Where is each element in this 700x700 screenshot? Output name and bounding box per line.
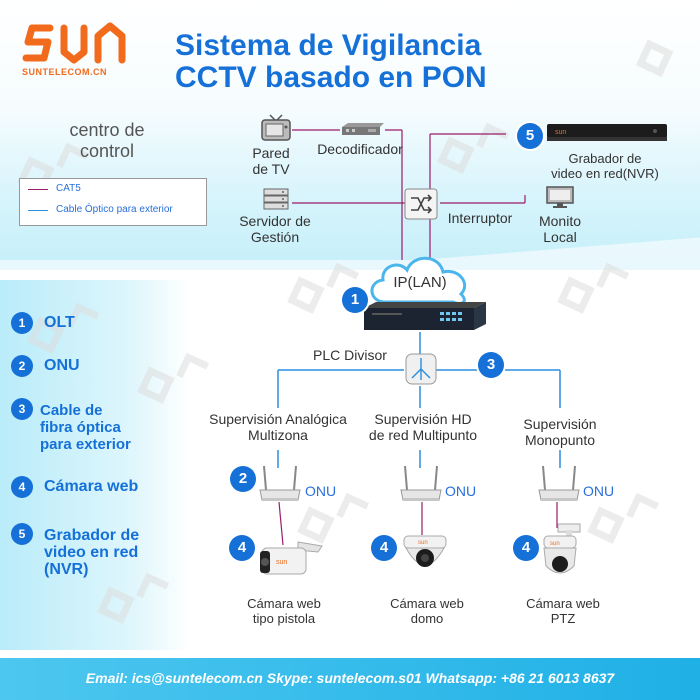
supervision-analog-line-1: Supervisión Analógica [209,411,347,427]
supervision-analog-line-2: Multizona [248,427,308,443]
left-legend-num-1: 1 [11,312,33,334]
left-legend-fiber-line-1: Cable de [40,402,103,419]
bullet-camera-label: Cámara web tipo pistola [224,596,344,626]
monitor-line-1: Monito [538,213,582,229]
left-legend-camera-line-1: Cámara web [44,478,139,495]
marker-4-bullet: 4 [229,535,255,561]
left-legend-camera: Cámara web [44,478,138,495]
server-label: Servidor de Gestión [225,213,325,245]
cable-legend: CAT5 Cable Óptico para exterior [19,178,207,226]
cloud-label: IP(LAN) [393,274,447,291]
svg-text:sun: sun [550,541,560,547]
marker-2-onu-analog: 2 [230,466,256,492]
switch-icon [404,188,438,220]
watermark-pattern [17,39,674,624]
tv-wall-line-2: de TV [252,161,290,177]
cat5-legend-label: CAT5 [56,183,81,194]
monitor-line-2: Local [543,229,577,245]
fiber-legend-label: Cable Óptico para exterior [56,204,173,215]
left-legend-num-5: 5 [11,523,33,545]
nvr-icon: sun [547,124,667,141]
left-legend-fiber-line-2: fibra óptica [40,419,121,436]
supervision-mono-label: Supervisión Monopunto [510,416,610,448]
dome-camera-icon: sun [403,535,447,567]
cat5-line-swatch [28,189,48,190]
marker-5-nvr: 5 [517,123,543,149]
fiber-line-swatch [28,210,48,211]
left-legend-nvr-line-1: Grabador de [44,527,140,544]
left-legend-nvr-line-3: (NVR) [44,561,89,578]
splitter-icon [405,353,437,385]
logo-brand-text: SUNTELECOM.CN [22,67,107,77]
svg-text:sun: sun [418,540,428,546]
monitor-label: Monito Local [520,213,600,245]
bullet-camera-icon: sun [260,541,323,575]
left-legend-olt-line-1: OLT [44,314,75,331]
decoder-icon [342,123,384,135]
left-legend-num-2: 2 [11,355,33,377]
control-center-line-2: control [79,141,135,161]
title-line-2: CCTV basado en PON [175,61,487,94]
bullet-camera-line-1: Cámara web [247,596,321,611]
left-legend-fiber: Cable de fibra óptica para exterior [40,402,131,453]
marker-3-fiber: 3 [478,352,504,378]
supervision-mono-line-1: Supervisión [523,416,597,432]
splitter-label: PLC Divisor [313,347,387,363]
marker-4-ptz: 4 [513,535,539,561]
supervision-hd-line-1: Supervisión HD [374,411,472,427]
marker-4-dome: 4 [371,535,397,561]
bullet-camera-line-2: tipo pistola [252,611,316,626]
monitor-icon [546,186,574,208]
supervision-hd-label: Supervisión HD de red Multipunto [358,411,488,443]
svg-text:sun: sun [555,129,566,136]
svg-text:sun: sun [276,559,287,566]
dome-camera-label: Cámara web domo [367,596,487,626]
switch-label: Interruptor [447,210,513,226]
suntelecom-logo [22,22,126,64]
nvr-label: Grabador de video en red(NVR) [540,151,670,181]
ptz-camera-icon: sun [543,523,581,574]
tv-wall-line-1: Pared [252,145,290,161]
nvr-line-2: video en red(NVR) [551,166,659,181]
page-title: Sistema de Vigilancia CCTV basado en PON [175,30,487,94]
onu-label-hd: ONU [445,483,477,499]
dome-camera-line-2: domo [410,611,444,626]
onu-label-mono: ONU [583,483,615,499]
left-legend-num-3: 3 [11,398,33,420]
cloud-icon [370,256,467,306]
decoder-label: Decodificador [317,141,403,157]
olt-icon [364,302,486,330]
left-legend-onu: ONU [44,357,80,374]
server-icon [263,188,289,210]
server-line-1: Servidor de [239,213,311,229]
onu-icon-analog [259,465,301,501]
left-legend-nvr-line-2: video en red [44,544,139,561]
control-center-line-1: centro de [69,120,145,140]
tv-icon [261,114,291,141]
supervision-hd-line-2: de red Multipunto [368,427,478,443]
onu-icon-mono [538,465,580,501]
nvr-line-1: Grabador de [568,151,642,166]
left-legend-nvr: Grabador de video en red (NVR) [44,527,139,578]
onu-label-analog: ONU [305,483,337,499]
ptz-camera-label: Cámara web PTZ [503,596,623,626]
left-legend-fiber-line-3: para exterior [40,436,131,453]
onu-icon-hd [400,465,442,501]
footer-contact-text: Email: ics@suntelecom.cn Skype: suntelec… [85,670,615,686]
ptz-camera-line-1: Cámara web [526,596,600,611]
tv-wall-label: Pared de TV [240,145,302,177]
ptz-camera-line-2: PTZ [550,611,576,626]
supervision-mono-line-2: Monopunto [524,432,596,448]
left-legend-num-4: 4 [11,476,33,498]
contact-footer: Email: ics@suntelecom.cn Skype: suntelec… [0,658,700,700]
marker-1-olt: 1 [342,287,368,313]
supervision-analog-label: Supervisión Analógica Multizona [188,411,368,443]
title-line-1: Sistema de Vigilancia [175,29,482,62]
server-line-2: Gestión [250,229,300,245]
left-legend-onu-line-1: ONU [44,357,80,374]
dome-camera-line-1: Cámara web [390,596,464,611]
left-legend-olt: OLT [44,314,75,331]
control-center-label: centro de control [42,120,172,162]
